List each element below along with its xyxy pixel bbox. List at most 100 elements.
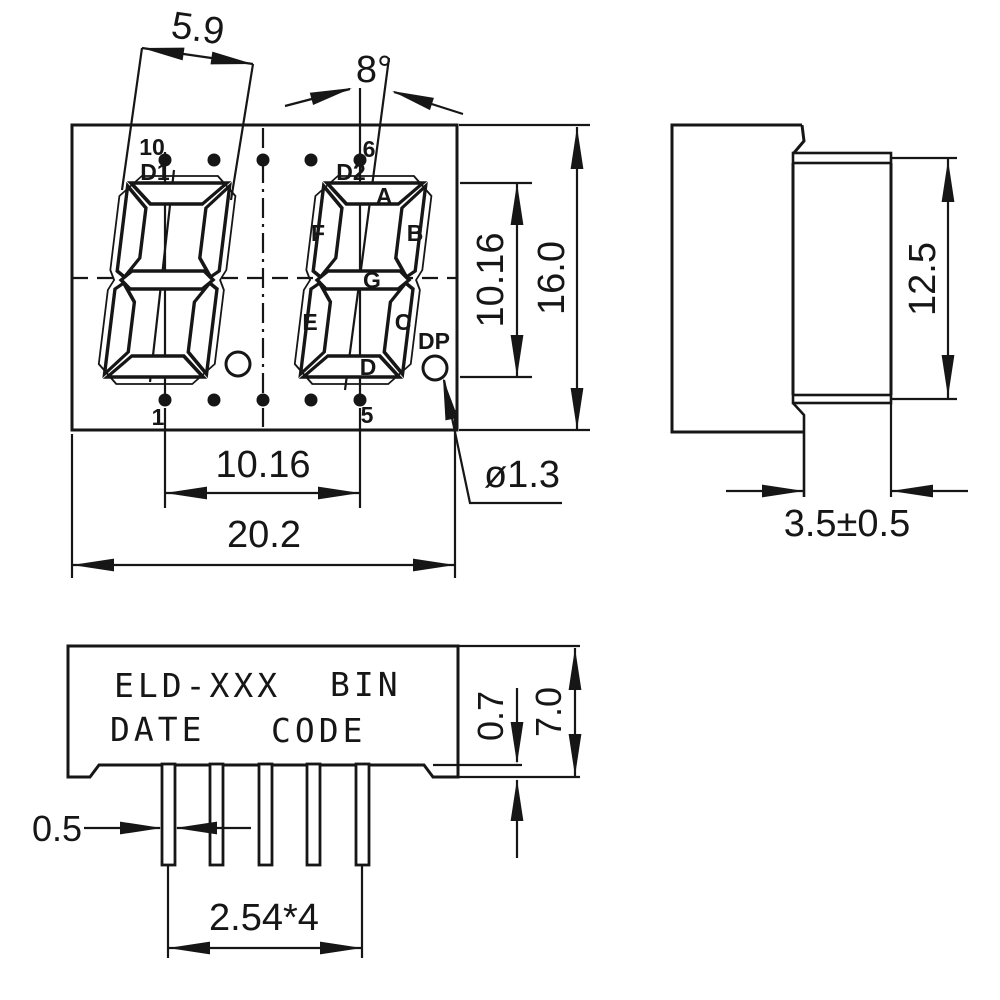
segment-e bbox=[298, 280, 333, 379]
segment-e bbox=[102, 280, 137, 379]
pin-dot bbox=[256, 153, 270, 167]
dim-digit-width: 5.9 bbox=[169, 5, 227, 54]
segment-label-f: F bbox=[311, 220, 325, 246]
pin-label-5: 5 bbox=[361, 402, 374, 428]
marking-model: ELD-XXX bbox=[114, 666, 281, 705]
dimension-arrowhead bbox=[309, 88, 352, 106]
marking-bin: BIN bbox=[330, 665, 402, 704]
extension-line bbox=[120, 47, 144, 191]
pin-dot bbox=[353, 393, 367, 407]
dimension-arrowhead bbox=[762, 484, 804, 498]
dim-pin-width: 0.5 bbox=[32, 808, 82, 849]
segment-label-c: C bbox=[395, 309, 412, 335]
pin-label-10: 10 bbox=[139, 134, 165, 160]
dimension-arrowhead bbox=[510, 335, 524, 377]
pin-dot bbox=[256, 393, 270, 407]
dimension-arrowhead bbox=[120, 821, 162, 835]
segment-a bbox=[322, 181, 428, 206]
dim-panel-height: 12.5 bbox=[902, 242, 944, 316]
bottom-body-outline bbox=[66, 644, 460, 779]
extension-line bbox=[229, 63, 255, 201]
pin-lead bbox=[160, 762, 177, 867]
dimension-arrowhead bbox=[510, 722, 524, 764]
dimension-arrowhead bbox=[175, 821, 217, 835]
dimension-arrowhead bbox=[891, 484, 933, 498]
dim-character-height: 10.16 bbox=[470, 232, 512, 327]
marking-date: DATE bbox=[110, 710, 205, 749]
side-bottom-notch bbox=[792, 402, 806, 497]
dimension-arrowhead bbox=[72, 558, 114, 572]
dimension-arrowhead bbox=[142, 47, 185, 61]
dimension-arrowhead bbox=[210, 51, 253, 65]
pin-dot bbox=[304, 153, 318, 167]
segment-label-e: E bbox=[302, 309, 317, 335]
segment-g bbox=[314, 269, 412, 291]
segment-a bbox=[126, 181, 232, 206]
side-view: 12.5 3.5±0.5 bbox=[670, 123, 968, 545]
pin-label-6: 6 bbox=[363, 136, 376, 162]
segment-f bbox=[115, 181, 148, 280]
dimension-arrowhead bbox=[570, 388, 584, 430]
pin-lead bbox=[208, 762, 225, 867]
dim-tilt-angle: 8° bbox=[356, 49, 392, 91]
dimension-arrowhead bbox=[318, 486, 360, 500]
seven-segment-digits bbox=[97, 175, 433, 385]
dim-dp-diameter: ø1.3 bbox=[484, 454, 560, 496]
digit-outer-outline bbox=[293, 175, 433, 385]
pin-dot bbox=[207, 393, 221, 407]
marking-code: CODE bbox=[271, 711, 366, 750]
dimension-arrowhead bbox=[510, 779, 524, 821]
side-bottom-flange bbox=[791, 393, 893, 405]
digit2-slant-axis bbox=[343, 57, 391, 391]
digit-2 bbox=[293, 175, 433, 385]
dimension-arrowhead bbox=[392, 91, 434, 111]
pin-dot bbox=[158, 153, 172, 167]
side-top-notch bbox=[791, 124, 806, 155]
dim-body-depth: 7.0 bbox=[528, 687, 569, 737]
dimension-arrowhead bbox=[168, 941, 210, 955]
dim-standoff: 0.7 bbox=[470, 691, 511, 741]
front-view: 5.9 8° 10 6 1 5 D1 D2 A F B G E C D DP 1… bbox=[70, 5, 590, 578]
segment-d bbox=[102, 354, 208, 379]
dim-body-height: 16.0 bbox=[531, 241, 573, 315]
digit1-label: D1 bbox=[140, 159, 170, 185]
dimension-arrowhead bbox=[443, 378, 458, 421]
dimension-arrowhead bbox=[941, 160, 955, 202]
digit2-label: D2 bbox=[336, 159, 365, 185]
pin-lead bbox=[305, 762, 322, 867]
dimension-arrowhead bbox=[570, 127, 584, 169]
dimension-arrowhead bbox=[413, 558, 455, 572]
segment-f bbox=[311, 181, 344, 280]
side-body-outline bbox=[670, 123, 803, 434]
dimension-arrowhead bbox=[568, 734, 582, 776]
dim-thickness: 3.5±0.5 bbox=[784, 503, 911, 545]
bottom-view-generated-geometry bbox=[84, 644, 582, 958]
segment-label-d: D bbox=[360, 354, 377, 380]
segment-c bbox=[382, 280, 415, 379]
segment-d bbox=[298, 354, 404, 379]
segment-b bbox=[394, 181, 428, 280]
side-top-flange bbox=[791, 151, 893, 165]
dimension-arrowhead bbox=[165, 486, 207, 500]
dimension-arrowhead bbox=[510, 183, 524, 225]
digit-1 bbox=[97, 175, 237, 385]
pin-label-1: 1 bbox=[152, 404, 165, 430]
segment-label-g: G bbox=[363, 267, 381, 293]
pin-dot bbox=[158, 393, 172, 407]
pin-dot bbox=[207, 153, 221, 167]
pin-dot bbox=[304, 393, 318, 407]
segment-label-a: A bbox=[376, 183, 393, 209]
segment-b bbox=[198, 181, 232, 280]
pin-lead bbox=[257, 762, 274, 867]
dim-pin-pitch: 2.54*4 bbox=[209, 897, 319, 939]
segment-c bbox=[186, 280, 219, 379]
bottom-view: ELD-XXX BIN DATE CODE 0.7 7.0 0.5 2.54*4 bbox=[32, 644, 582, 958]
digit-outer-outline bbox=[97, 175, 237, 385]
segment-label-b: B bbox=[407, 220, 424, 246]
dimension-arrowhead bbox=[941, 355, 955, 397]
segment-g bbox=[118, 269, 216, 291]
decimal-point-circle bbox=[421, 354, 449, 382]
dim-pin-span: 10.16 bbox=[215, 444, 310, 486]
